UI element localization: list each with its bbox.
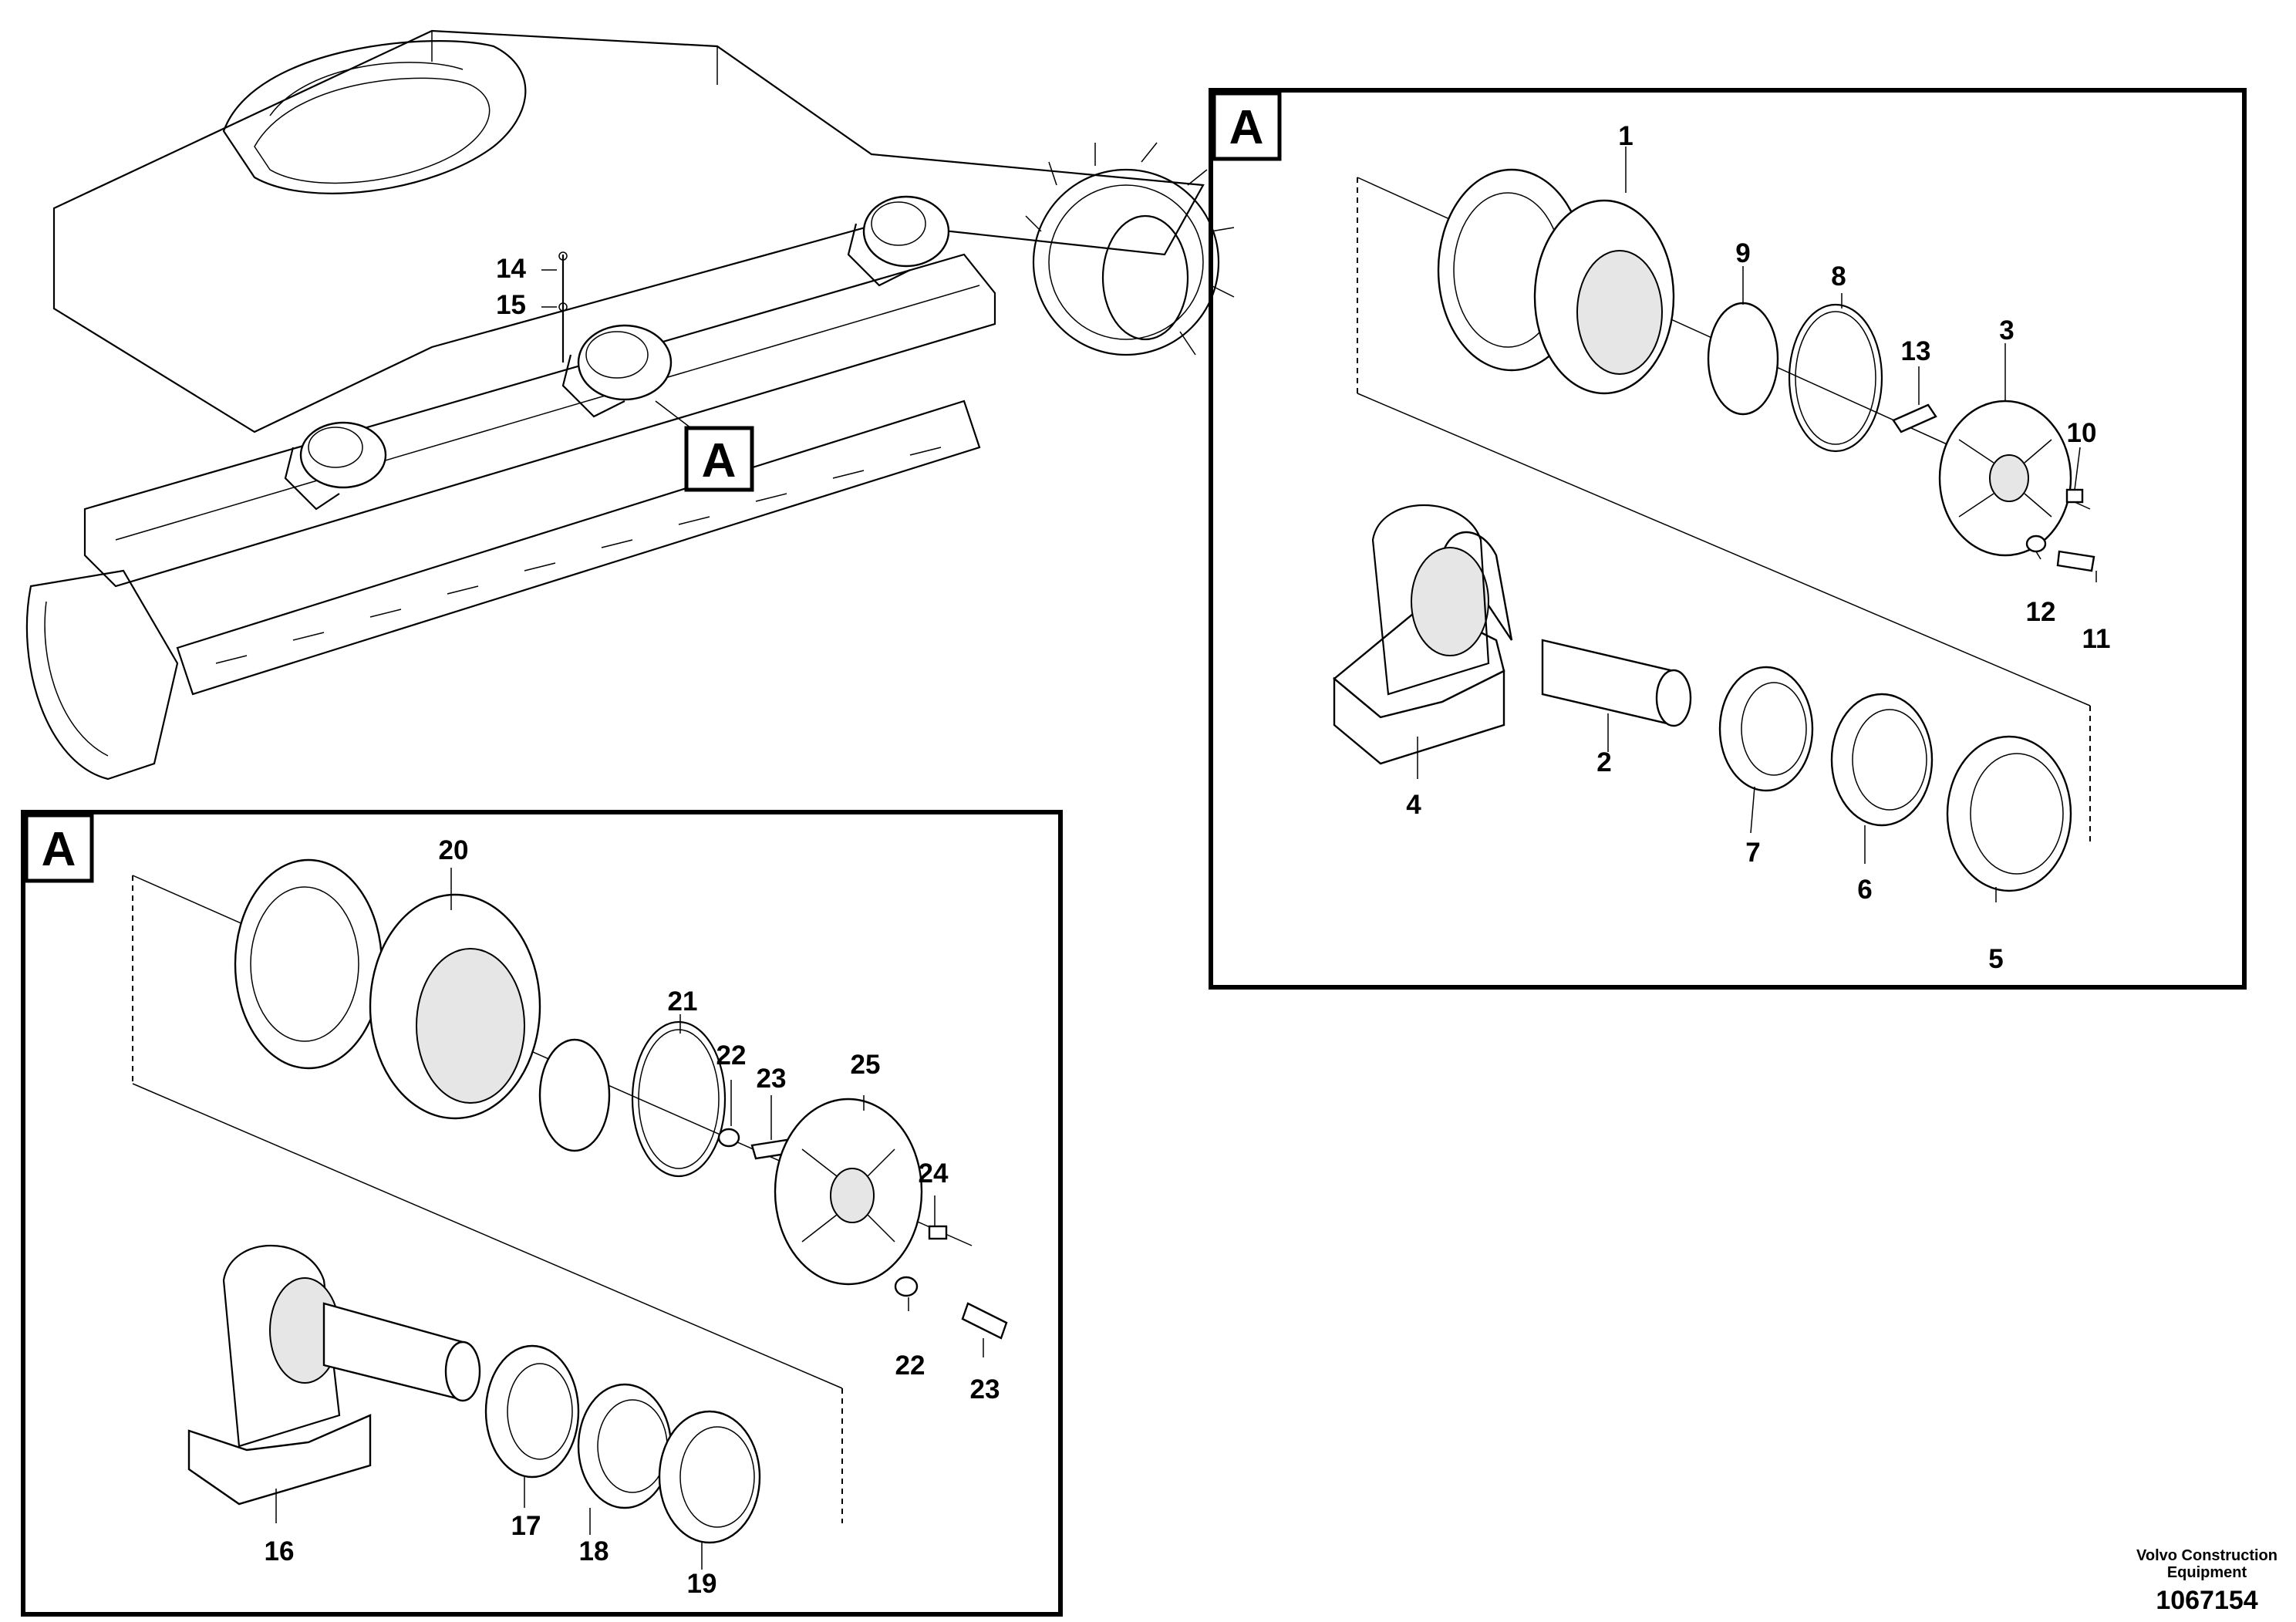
footer: Volvo Construction Equipment 1067154 [2136,1547,2277,1616]
part-22-washer [717,1128,740,1148]
callout-18: 18 [579,1536,609,1566]
top-roller-center [561,324,673,418]
part-20-roller [234,858,541,1120]
part-lower-plate [538,1038,611,1152]
callout-23: 23 [757,1064,787,1094]
part-24-plug [928,1225,948,1240]
part-17-bushing [484,1344,580,1479]
part-5-seal [1946,735,2072,892]
top-roller-right [847,195,950,287]
part-3-cover [1938,400,2072,557]
callout-20: 20 [439,835,469,865]
callout-21: 21 [668,986,698,1017]
panel-lower: A [21,810,1063,1617]
callout-23b: 23 [970,1374,1000,1404]
brand-line-1: Volvo Construction [2136,1547,2277,1564]
part-4-bracket [1333,504,1513,765]
callout-15: 15 [496,290,526,320]
callout-1: 1 [1618,121,1633,151]
panel-upper-frame [1209,88,2247,990]
panel-lower-tag: A [42,823,76,876]
callout-5: 5 [1988,944,2003,974]
callout-3: 3 [1999,315,2014,346]
callout-2: 2 [1596,747,1611,777]
callout-12: 12 [2026,597,2056,627]
part-1-roller [1437,168,1675,395]
part-16-bracket [187,1245,372,1506]
part-8-oring [1788,303,1883,453]
top-roller-left [284,421,387,511]
callout-22b: 22 [895,1351,925,1381]
part-10-plug [2065,488,2084,504]
part-23-bolt-b [961,1302,1008,1340]
callout-22: 22 [716,1040,747,1071]
callout-25: 25 [851,1050,881,1080]
part-21-oring [631,1020,727,1178]
callout-6: 6 [1857,875,1872,905]
callout-19: 19 [687,1569,717,1599]
callout-7: 7 [1745,838,1760,868]
part-9-plate [1707,302,1779,416]
callout-13: 13 [1901,336,1931,366]
panel-lower-frame [21,810,1063,1617]
part-25-cover [774,1098,923,1286]
callout-9: 9 [1735,238,1750,268]
document-number: 1067154 [2156,1586,2258,1615]
part-12-washer [2025,534,2047,553]
brand-line-2: Equipment [2166,1564,2247,1581]
part-2-pin [1541,639,1692,727]
part-13-bolt [1892,403,1937,433]
callout-14: 14 [496,254,526,284]
callout-4: 4 [1406,790,1421,820]
undercarriage-overview: 14 15 A [25,29,1235,781]
callout-17: 17 [511,1511,541,1541]
view-tag-box [684,426,754,492]
panel-upper: A [1209,88,2247,990]
part-11-bolt [2056,550,2095,572]
view-tag: A [702,434,737,487]
part-6-ring [1830,693,1934,827]
panel-upper-tag: A [1229,101,1264,154]
part-22-washer-b [894,1276,919,1297]
part-7-bushing [1718,666,1814,792]
callout-11: 11 [2082,624,2111,654]
callout-8: 8 [1831,261,1846,292]
part-19-seal [658,1410,761,1544]
callout-10: 10 [2067,418,2097,448]
callout-24: 24 [919,1158,949,1189]
part-18-ring [577,1383,673,1509]
callout-16: 16 [265,1536,295,1566]
part-lower-pin [322,1302,481,1402]
